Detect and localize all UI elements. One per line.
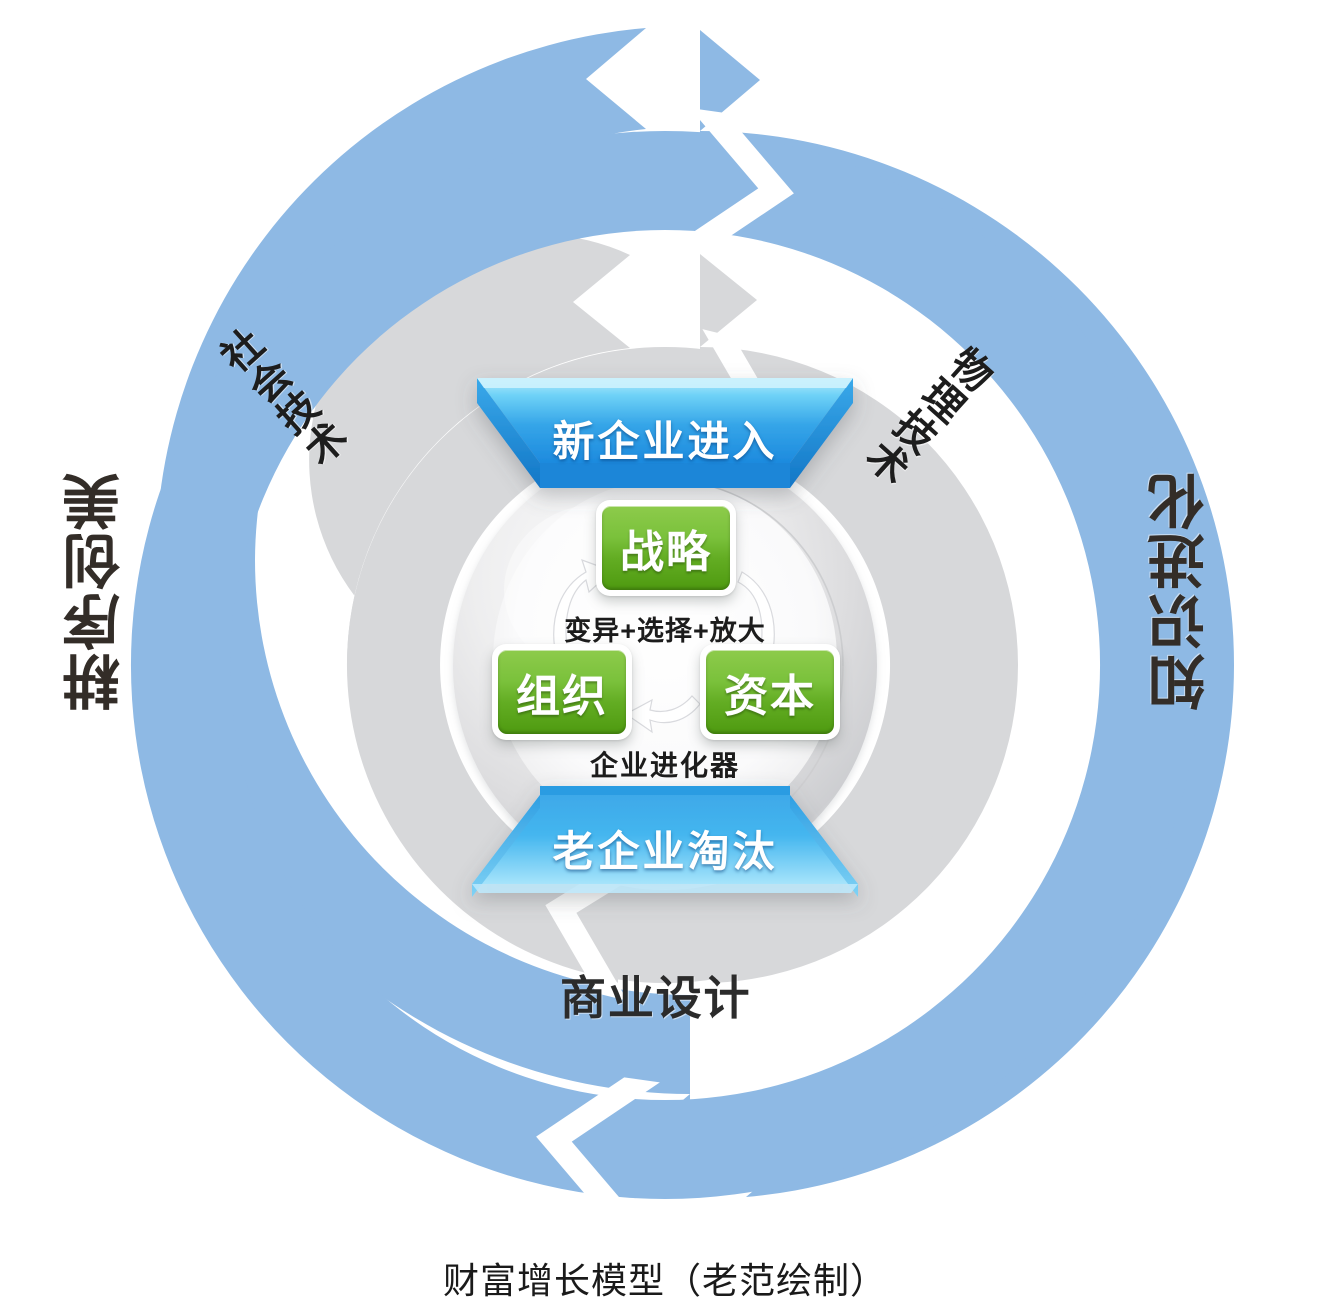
core-chip-strategy-body: 战略	[602, 506, 730, 590]
core-chip-capital-body: 资本	[706, 650, 834, 734]
blue-annulus	[130, 108, 1199, 1222]
core-chip-organization: 组织	[492, 644, 632, 740]
core-chip-strategy: 战略	[596, 500, 736, 596]
banner-bottom-face	[472, 795, 858, 884]
banner-top-bottom-edge	[540, 463, 790, 488]
core-chip-capital: 资本	[700, 644, 840, 740]
arrow-capital-to-org	[624, 695, 701, 734]
banner-top	[477, 378, 853, 488]
core-chip-strategy-label: 战略	[620, 528, 712, 577]
banner-bottom-right-fold	[790, 795, 858, 897]
blue-notch-bottom	[536, 1077, 660, 1222]
banner-top-highlight	[477, 378, 853, 388]
core-chip-organization-body: 组织	[498, 650, 626, 734]
banner-top-right-fold	[790, 378, 853, 488]
grey-ring-segment-left	[309, 234, 630, 984]
core-chip-capital-label: 资本	[724, 672, 816, 721]
banner-bottom-top-edge	[540, 786, 790, 795]
banner-bottom-glow	[472, 884, 858, 893]
banner-top-left-fold	[477, 378, 540, 488]
banner-top-face	[477, 378, 853, 463]
banner-bottom	[472, 786, 858, 897]
blue-notch-top	[670, 108, 794, 253]
core-chip-organization-label: 组织	[516, 672, 608, 721]
banner-bottom-left-fold	[472, 795, 540, 897]
figure-caption: 财富增长模型（老范绘制）	[442, 1260, 887, 1301]
